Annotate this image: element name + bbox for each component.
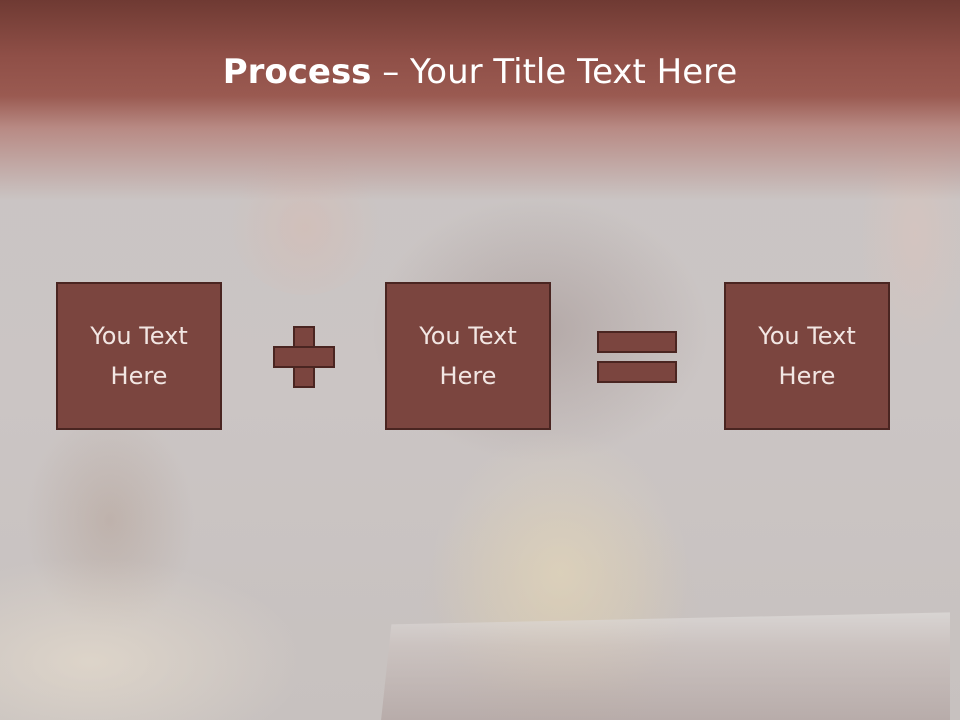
slide-title: Process – Your Title Text Here (0, 52, 960, 92)
box-line-2: Here (778, 362, 836, 390)
box-line-2: Here (439, 362, 497, 390)
title-rest: – Your Title Text Here (371, 52, 738, 92)
box-line-1: You Text (419, 322, 517, 350)
podium (380, 612, 950, 720)
box-text: You Text Here (737, 316, 877, 396)
box-line-1: You Text (90, 322, 188, 350)
plus-icon (273, 326, 335, 388)
process-box-1: You Text Here (56, 282, 222, 430)
process-box-2: You Text Here (385, 282, 551, 430)
process-box-3: You Text Here (724, 282, 890, 430)
equals-icon (597, 331, 677, 385)
man-in-jacket (0, 560, 300, 720)
box-text: You Text Here (398, 316, 538, 396)
title-bold: Process (222, 52, 372, 92)
box-line-1: You Text (758, 322, 856, 350)
box-line-2: Here (110, 362, 168, 390)
box-text: You Text Here (69, 316, 209, 396)
header-band (0, 0, 960, 200)
